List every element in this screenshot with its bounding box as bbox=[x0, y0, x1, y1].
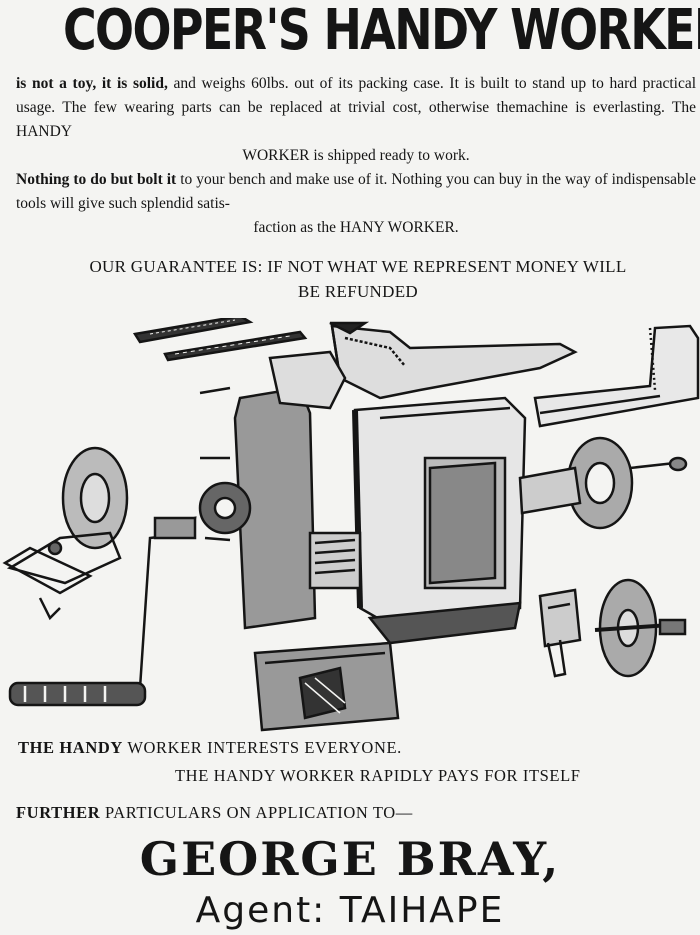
tagline-interests-lead: THE HANDY bbox=[18, 738, 123, 757]
vise-block bbox=[253, 641, 400, 732]
guarantee-line-2: BE REFUNDED bbox=[298, 282, 418, 301]
main-frame bbox=[352, 396, 527, 645]
paragraph-1-text: and weighs 60lbs. out of its packing cas… bbox=[16, 75, 697, 140]
guarantee: OUR GUARANTEE IS: IF NOT WHAT WE REPRESE… bbox=[16, 254, 700, 304]
tagline-pays: THE HANDY WORKER RAPIDLY PAYS FOR ITSELF bbox=[175, 766, 581, 785]
guarantee-line-1: OUR GUARANTEE IS: IF NOT WHAT WE REPRESE… bbox=[89, 257, 627, 276]
further-particulars-lead: FURTHER bbox=[16, 803, 101, 822]
chuck-key bbox=[538, 588, 582, 678]
grinding-wheel bbox=[2, 446, 129, 621]
tagline-interests-rest: WORKER INTERESTS EVERYONE. bbox=[127, 738, 402, 757]
paragraph-1-center-line: WORKER is shipped ready to work. bbox=[242, 147, 470, 164]
further-particulars-rest: PARTICULARS ON APPLICATION TO— bbox=[105, 803, 413, 822]
paragraph-2-center-line: faction as the HANY WORKER. bbox=[253, 219, 459, 236]
anvil bbox=[329, 321, 578, 400]
lead-screw bbox=[308, 531, 362, 590]
agent-name: GEORGE BRAY, bbox=[139, 832, 561, 886]
buffing-wheel bbox=[594, 578, 687, 678]
description-paragraph-1: is not a toy, it is solid, and weighs 60… bbox=[16, 72, 696, 168]
paragraph-2-text: to your bench and make use of it. Nothin… bbox=[16, 171, 696, 212]
headline: COOPER'S HANDY WORKER bbox=[63, 0, 700, 63]
paragraph-1-lead: is not a toy, it is solid, bbox=[16, 75, 168, 92]
agent-location: Agent: TAIHAPE bbox=[195, 890, 505, 931]
handwheel bbox=[518, 436, 688, 530]
bench-bracket bbox=[533, 324, 700, 428]
paragraph-2-lead: Nothing to do but bolt it bbox=[16, 171, 177, 188]
further-particulars: FURTHER PARTICULARS ON APPLICATION TO— bbox=[16, 803, 413, 823]
tagline-interests: THE HANDY WORKER INTERESTS EVERYONE. bbox=[18, 738, 402, 758]
drill-bit-upper bbox=[132, 318, 254, 344]
description-paragraph-2: Nothing to do but bolt it to your bench … bbox=[16, 168, 696, 240]
drill-bit-lower bbox=[163, 330, 308, 362]
handy-worker-machine-illustration bbox=[2, 318, 700, 732]
crank-handle bbox=[8, 516, 197, 707]
gear-housing bbox=[198, 350, 347, 630]
